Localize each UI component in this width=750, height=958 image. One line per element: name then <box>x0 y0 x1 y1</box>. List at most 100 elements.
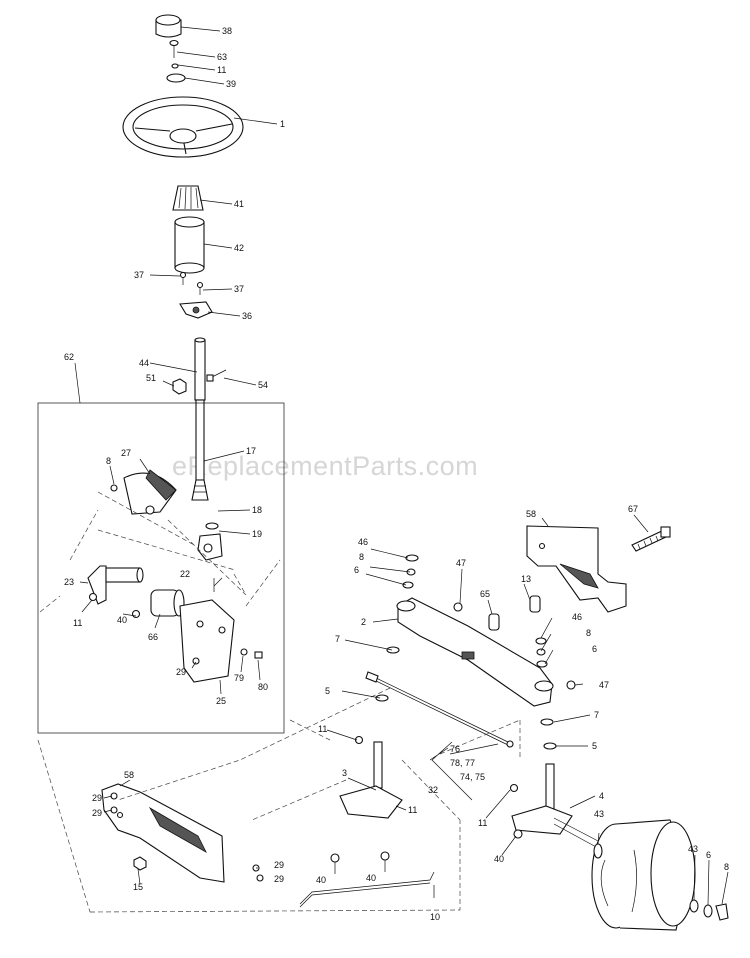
callout-25: 25 <box>216 696 226 706</box>
leader-lines <box>79 26 729 906</box>
callout-1: 1 <box>280 119 285 129</box>
callout-37: 37 <box>234 284 244 294</box>
callout-47: 47 <box>599 680 609 690</box>
bracket-bolt-part <box>192 648 263 665</box>
callout-6: 6 <box>592 644 597 654</box>
front-tire-part <box>591 819 696 931</box>
callout-42: 42 <box>234 243 244 253</box>
sector-screw-part <box>110 484 118 492</box>
callout-65: 65 <box>480 589 490 599</box>
spindle-washers-part <box>375 646 557 750</box>
callout-3: 3 <box>342 768 347 778</box>
callout-78-77: 78, 77 <box>450 758 475 768</box>
callout-11: 11 <box>217 65 226 75</box>
callout-2: 2 <box>361 617 366 627</box>
callout-10: 10 <box>430 912 440 922</box>
lower-bracket-part <box>101 783 225 883</box>
steering-gear-assembly-box <box>37 402 285 734</box>
callout-7: 7 <box>335 634 340 644</box>
callout-27: 27 <box>121 448 131 458</box>
callout-58: 58 <box>526 509 536 519</box>
callout-62: 62 <box>64 352 74 362</box>
shaft-nut-part <box>172 378 187 395</box>
callout-8: 8 <box>724 862 729 872</box>
drag-link-part <box>365 671 514 748</box>
right-hardware-part <box>535 637 548 668</box>
callout-11: 11 <box>73 618 82 628</box>
callout-37: 37 <box>134 270 144 280</box>
callout-8: 8 <box>106 456 111 466</box>
spindle-nuts-part <box>330 735 523 863</box>
callout-5: 5 <box>325 686 330 696</box>
bracket-nut-part <box>133 856 147 871</box>
callout-22: 22 <box>180 569 190 579</box>
callout-63: 63 <box>217 52 227 62</box>
watermark-text: eReplacementParts.com <box>172 451 478 481</box>
callout-40: 40 <box>117 615 127 625</box>
callout-58: 58 <box>124 770 134 780</box>
callout-38: 38 <box>222 26 232 36</box>
steering-cap-part <box>155 14 182 38</box>
callout-66: 66 <box>148 632 158 642</box>
callout-11: 11 <box>318 724 327 734</box>
callout-62-leader <box>74 362 81 404</box>
pinion-collar-part <box>205 522 219 530</box>
steering-shaft-part <box>191 337 209 501</box>
callout-43: 43 <box>594 809 604 819</box>
callout-6: 6 <box>354 565 359 575</box>
column-bushing-part <box>174 216 205 274</box>
assembly-spacer-part <box>150 589 185 617</box>
callout-8: 8 <box>359 552 364 562</box>
callout-23: 23 <box>64 577 74 587</box>
callout-19: 19 <box>252 529 262 539</box>
callout-54: 54 <box>258 380 268 390</box>
axle-pivot-bolt-part <box>631 526 671 552</box>
callout-labels: 38 63 11 39 1 41 42 37 37 36 62 44 51 54… <box>64 26 729 922</box>
callout-39: 39 <box>226 79 236 89</box>
column-screws-part <box>179 271 204 295</box>
arm-washer-part <box>88 592 98 602</box>
right-spindle-part <box>511 763 601 849</box>
callout-46: 46 <box>358 537 368 547</box>
steering-arm-part <box>87 565 144 605</box>
axle-bushing-part <box>488 595 541 631</box>
steering-adapter-part <box>172 185 204 211</box>
callout-40: 40 <box>366 873 376 883</box>
callout-40: 40 <box>316 875 326 885</box>
callout-76: 76 <box>450 744 460 754</box>
callout-4: 4 <box>599 791 604 801</box>
callout-41: 41 <box>234 199 244 209</box>
steering-wheel-part <box>122 96 244 158</box>
callout-11: 11 <box>408 805 417 815</box>
lock-washer-part <box>171 63 179 69</box>
axle-bracket-part <box>526 525 627 613</box>
callout-6: 6 <box>706 850 711 860</box>
callout-13: 13 <box>521 574 531 584</box>
assembly-nut-part <box>131 609 141 619</box>
callout-80: 80 <box>258 682 268 692</box>
callout-11: 11 <box>478 818 487 828</box>
callout-5: 5 <box>592 741 597 751</box>
callout-29: 29 <box>176 667 186 677</box>
callout-44: 44 <box>139 358 149 368</box>
wheel-hardware-part <box>593 843 729 921</box>
callout-67: 67 <box>628 504 638 514</box>
washer-disc-part <box>166 73 186 83</box>
callout-29: 29 <box>274 874 284 884</box>
callout-29: 29 <box>92 808 102 818</box>
callout-46: 46 <box>572 612 582 622</box>
callout-79: 79 <box>234 673 244 683</box>
callout-32-bracket <box>429 741 473 801</box>
pinion-bearing-part <box>197 533 223 561</box>
axle-top-hardware-part <box>402 554 419 589</box>
front-axle-part <box>396 597 554 707</box>
callout-8: 8 <box>586 628 591 638</box>
callout-29: 29 <box>274 860 284 870</box>
shaft-bolt-part <box>206 369 227 382</box>
callout-36: 36 <box>242 311 252 321</box>
callout-74-75: 74, 75 <box>460 772 485 782</box>
callout-15: 15 <box>133 882 143 892</box>
callout-17: 17 <box>246 446 256 456</box>
left-spindle-part <box>339 741 403 819</box>
